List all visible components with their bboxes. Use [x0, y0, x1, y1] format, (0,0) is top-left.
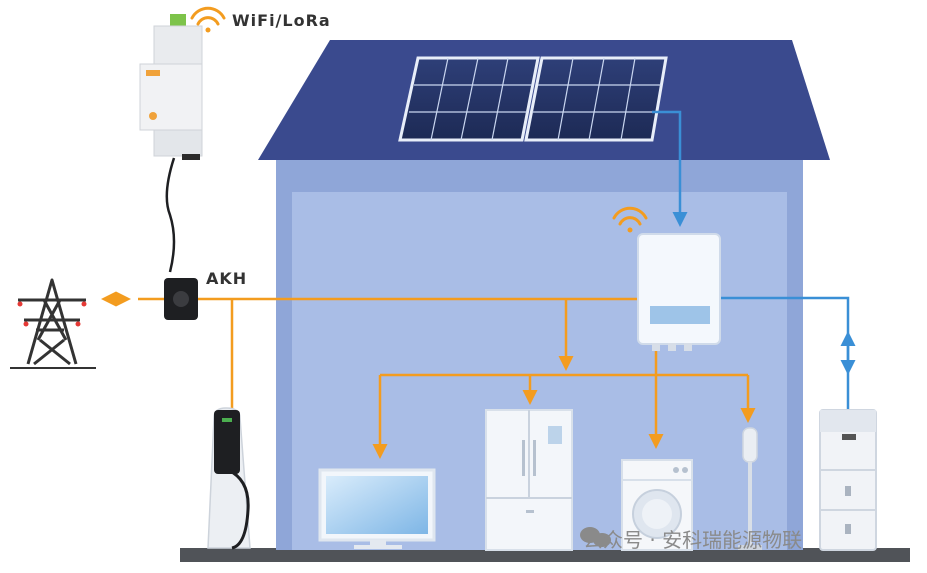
dc-line-pv: [652, 110, 688, 227]
transmission-tower-icon: [10, 278, 96, 369]
wechat-icon: [580, 527, 611, 547]
ground: [180, 548, 910, 562]
battery-storage-icon: [819, 409, 877, 551]
inverter-icon: [637, 233, 721, 351]
refrigerator-icon: [485, 409, 573, 551]
energy-meter-icon: [139, 14, 203, 160]
tv-icon: [318, 468, 436, 549]
watermark-text: 公众号 · 安科瑞能源物联: [583, 528, 803, 552]
wifi-icon: [190, 6, 226, 33]
fan-icon: [738, 427, 762, 550]
meter-cable: [165, 157, 176, 273]
wifi-icon: [612, 206, 648, 233]
washing-machine-icon: [621, 459, 693, 551]
ev-charger-icon: [207, 407, 251, 550]
current-transformer-icon: [164, 278, 198, 320]
solar-panel-icon: [398, 56, 668, 142]
meter-label: AKH: [206, 269, 248, 288]
comm-label: WiFi/LoRa: [232, 11, 331, 30]
ac-distribution: [101, 291, 756, 459]
